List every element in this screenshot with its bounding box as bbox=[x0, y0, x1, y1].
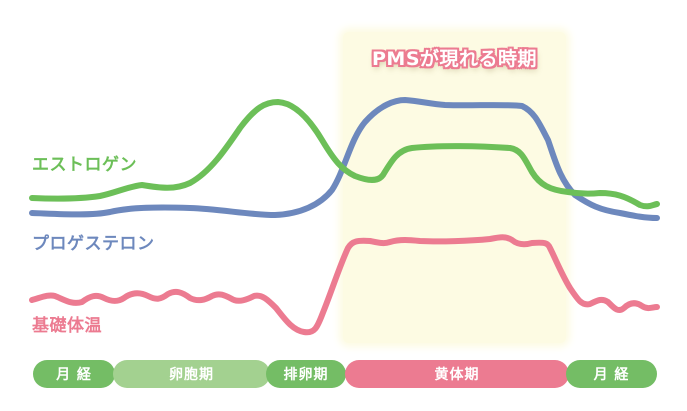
estrogen-curve bbox=[29, 99, 660, 210]
cycle-phase-bar: 月 経 卵胞期 排卵期 黄体期 月 経 bbox=[0, 360, 687, 388]
estrogen-label: エストロゲン bbox=[32, 155, 137, 175]
phase-menstruation: 月 経 bbox=[33, 360, 115, 388]
progesterone-label: プロゲステロン bbox=[32, 234, 155, 254]
phase-menstruation-next: 月 経 bbox=[566, 360, 657, 388]
pms-period-highlight bbox=[343, 32, 566, 343]
bbt-curve bbox=[29, 234, 660, 336]
basal-body-temperature-label: 基礎体温 bbox=[32, 316, 102, 336]
phase-ovulation: 排卵期 bbox=[266, 360, 346, 388]
phase-follicular: 卵胞期 bbox=[113, 360, 270, 388]
phase-luteal: 黄体期 bbox=[345, 360, 569, 388]
pms-period-title: PMSが現れる時期 bbox=[371, 48, 538, 70]
